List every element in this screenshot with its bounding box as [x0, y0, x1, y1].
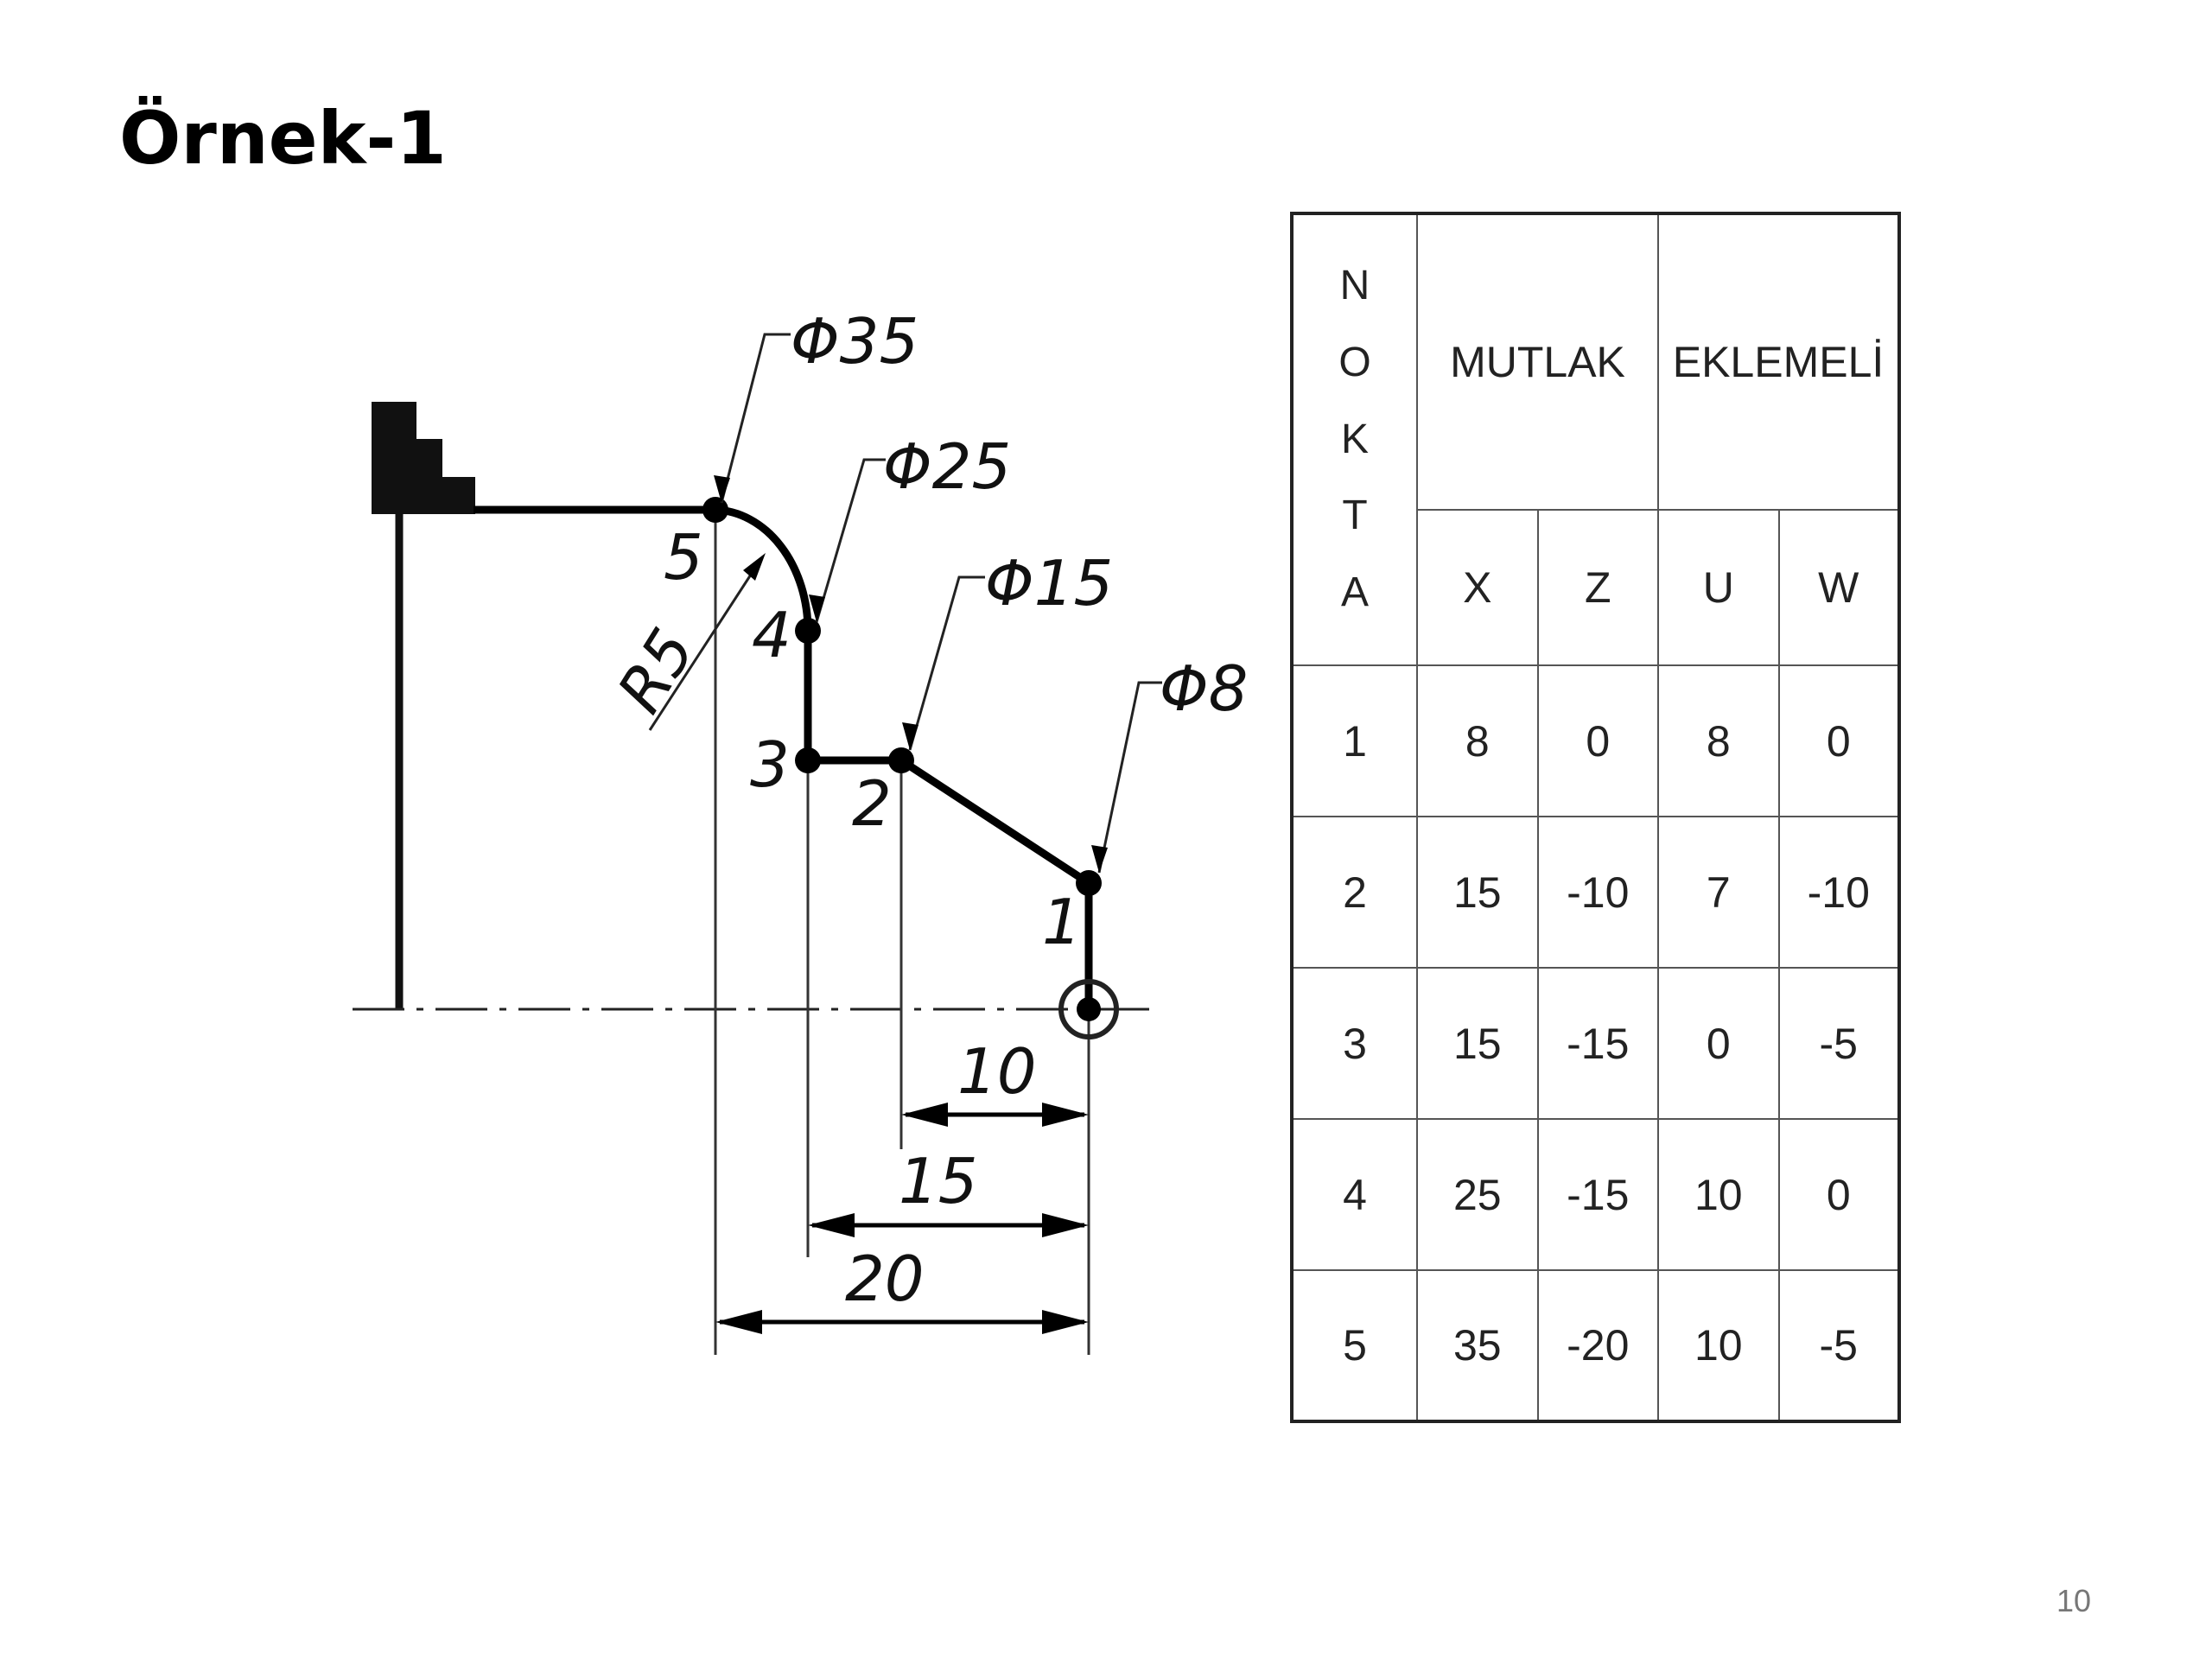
table-cell: 2	[1291, 816, 1418, 969]
profile-points	[702, 497, 1102, 896]
diameter-label-35: Φ35	[791, 305, 918, 378]
table-row: 2 15 -10 7 -10	[1291, 816, 1900, 969]
table-row: 5 35 -20 10 -5	[1291, 1269, 1900, 1422]
table-cell: 15	[1416, 816, 1539, 969]
table-cell: 0	[1777, 1118, 1900, 1271]
table-cell: 7	[1657, 816, 1780, 969]
table-cell: 5	[1291, 1269, 1418, 1422]
table-cell: 35	[1416, 1269, 1539, 1422]
table-cell: 3	[1291, 967, 1418, 1120]
diameter-arrowheads	[714, 475, 1108, 873]
table-cell: 10	[1657, 1118, 1780, 1271]
table-cell: 4	[1291, 1118, 1418, 1271]
table-cell: 8	[1416, 664, 1539, 817]
table-cell: -10	[1536, 816, 1659, 969]
table-row: 3 15 -15 0 -5	[1291, 967, 1900, 1120]
dimension-arrowheads	[715, 1103, 1089, 1334]
origin-marker	[1058, 979, 1119, 1039]
point-label-5: 5	[664, 521, 703, 594]
chuck-jaw	[372, 402, 475, 514]
table-cell: -15	[1536, 967, 1659, 1120]
radius-label: R5	[603, 616, 709, 725]
table-cell: -20	[1536, 1269, 1659, 1422]
origin-marker-center	[1077, 997, 1101, 1021]
table-cell: 25	[1416, 1118, 1539, 1271]
table-cell: 1	[1291, 664, 1418, 817]
table-cell: 15	[1416, 967, 1539, 1120]
point-label-2: 2	[852, 767, 892, 840]
table-cell: -5	[1777, 967, 1900, 1120]
diameter-label-25: Φ25	[883, 430, 1011, 503]
page-number: 10	[2056, 1583, 2092, 1618]
table-cell: 10	[1657, 1269, 1780, 1422]
table-row: 4 25 -15 10 0	[1291, 1118, 1900, 1271]
drawing-labels: Φ35 Φ25 Φ15 Φ8 R5 1 2 3 4 5 10 15 20	[603, 305, 1248, 1315]
column-header-x: X	[1416, 509, 1539, 666]
point-label-1: 1	[1042, 886, 1082, 958]
row-header-nokta: N O K T A	[1291, 213, 1418, 666]
coordinate-table: N O K T A MUTLAK EKLEMELİ X Z U W 1 8 0 …	[1290, 212, 1901, 1423]
dimension-label-20: 20	[845, 1243, 925, 1315]
table-cell: 0	[1777, 664, 1900, 817]
table-cell: -5	[1777, 1269, 1900, 1422]
point-label-3: 3	[750, 728, 790, 801]
table-cell: 0	[1536, 664, 1659, 817]
diameter-label-15: Φ15	[985, 547, 1113, 620]
group-header-mutlak: MUTLAK	[1416, 213, 1659, 511]
column-header-u: U	[1657, 509, 1780, 666]
column-header-z: Z	[1536, 509, 1659, 666]
extension-lines	[714, 514, 1090, 1355]
table-cell: -10	[1777, 816, 1900, 969]
lathe-part-drawing: Φ35 Φ25 Φ15 Φ8 R5 1 2 3 4 5 10 15 20	[353, 305, 1248, 1355]
group-header-eklemeli: EKLEMELİ	[1657, 213, 1900, 511]
table-cell: 0	[1657, 967, 1780, 1120]
column-header-w: W	[1777, 509, 1900, 666]
slide-title: Örnek-1	[119, 96, 447, 181]
diameter-label-8: Φ8	[1160, 652, 1248, 725]
point-label-4: 4	[752, 599, 791, 671]
radius-arrowhead	[743, 553, 766, 581]
dimension-label-10: 10	[957, 1035, 1037, 1108]
table-row: 1 8 0 8 0	[1291, 664, 1900, 817]
table-cell: 8	[1657, 664, 1780, 817]
diameter-leaders	[720, 333, 1162, 874]
dimension-label-15: 15	[899, 1145, 978, 1217]
radius-leader	[648, 559, 762, 731]
table-cell: -15	[1536, 1118, 1659, 1271]
